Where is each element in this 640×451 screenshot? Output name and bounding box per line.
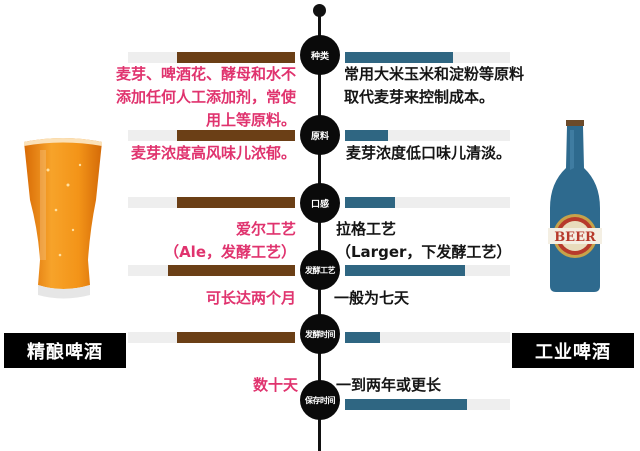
text-line: 用上等原料。 — [205, 111, 296, 129]
text-line: （Ale，发酵工艺） — [164, 243, 296, 261]
text-line: 麦芽浓度低口味儿清淡。 — [346, 144, 512, 162]
craft-beer-label: 精酿啤酒 — [4, 333, 126, 368]
industrial-text-fermentation-time: 一到两年或更长 — [336, 374, 536, 397]
bottle-label-text: BEER — [554, 230, 596, 245]
industrial-track — [345, 332, 510, 343]
beer-bottle-icon: BEER — [540, 118, 610, 298]
text-line: 爱尔工艺 — [235, 220, 296, 238]
craft-track — [128, 52, 177, 63]
craft-track — [128, 332, 177, 343]
craft-bar — [177, 52, 295, 63]
industrial-bar — [345, 197, 395, 208]
craft-text-fermentation-process: 可长达两个月 — [120, 287, 296, 310]
text-line: 可长达两个月 — [205, 289, 296, 307]
timeline-axis — [318, 10, 321, 451]
craft-text-ingredients: 麦芽浓度高风味儿浓郁。 — [80, 142, 296, 165]
craft-text-taste: 爱尔工艺 （Ale，发酵工艺） — [100, 218, 296, 264]
craft-track — [128, 197, 177, 208]
text-line: 取代麦芽来控制成本。 — [344, 88, 495, 106]
node-category: 种类 — [300, 35, 340, 75]
node-taste: 口感 — [300, 183, 340, 223]
text-line: 添加任何人工添加剂，常使 — [115, 88, 296, 106]
text-line: 麦芽浓度高风味儿浓郁。 — [130, 144, 296, 162]
text-line: 数十天 — [252, 376, 298, 394]
industrial-text-taste: 拉格工艺 （Larger，下发酵工艺） — [336, 218, 536, 264]
industrial-bar — [345, 130, 388, 141]
node-ingredients: 原料 — [300, 115, 340, 155]
craft-track — [128, 130, 177, 141]
text-line: 一到两年或更长 — [336, 376, 442, 394]
beer-glass-icon — [18, 130, 108, 305]
craft-text-fermentation-time: 数十天 — [180, 374, 298, 397]
industrial-bar — [345, 332, 380, 343]
industrial-text-ingredients: 麦芽浓度低口味儿清淡。 — [346, 142, 586, 165]
industrial-text-category: 常用大米玉米和淀粉等原料 取代麦芽来控制成本。 — [344, 63, 584, 109]
industrial-bar — [345, 52, 453, 63]
text-line: （Larger，下发酵工艺） — [336, 243, 512, 261]
craft-bar — [177, 332, 295, 343]
craft-bar — [168, 265, 295, 276]
craft-bar — [177, 197, 295, 208]
craft-text-category: 麦芽、啤酒花、酵母和水不 添加任何人工添加剂，常使 用上等原料。 — [60, 63, 296, 132]
industrial-track — [345, 130, 510, 141]
craft-bar — [177, 130, 295, 141]
industrial-track — [345, 197, 510, 208]
industrial-bar — [345, 265, 465, 276]
node-storage-time: 保存时间 — [300, 380, 340, 420]
craft-track — [128, 265, 168, 276]
industrial-text-fermentation-process: 一般为七天 — [334, 287, 534, 310]
text-line: 一般为七天 — [334, 289, 410, 307]
text-line: 拉格工艺 — [336, 220, 397, 238]
industrial-bar — [345, 399, 467, 410]
node-fermentation-time: 发酵时间 — [300, 314, 340, 354]
text-line: 麦芽、啤酒花、酵母和水不 — [115, 65, 296, 83]
node-fermentation-process: 发酵工艺 — [300, 250, 340, 290]
timeline-start-dot — [313, 4, 326, 17]
text-line: 常用大米玉米和淀粉等原料 — [344, 65, 525, 83]
industrial-beer-label: 工业啤酒 — [512, 333, 634, 368]
